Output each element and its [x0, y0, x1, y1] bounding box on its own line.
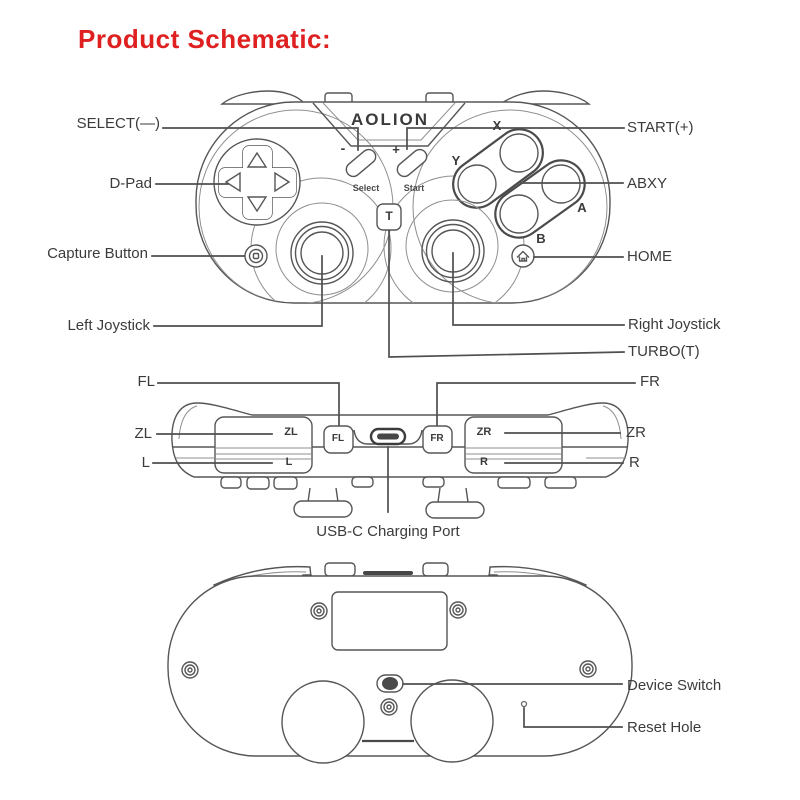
logo-panel-inner [322, 102, 456, 141]
top-edge-view-drawing [171, 402, 629, 519]
fl-mark: FL [331, 433, 345, 444]
leader-start [406, 127, 625, 150]
callout-fr: FR [640, 373, 660, 390]
usbc-port-graphic [353, 427, 423, 446]
callout-device-switch: Device Switch [627, 677, 722, 694]
leader-fr [436, 382, 636, 426]
callout-start: START(+) [627, 119, 694, 136]
callout-left-joystick: Left Joystick [67, 317, 150, 334]
b-mark: B [536, 231, 546, 246]
turbo-button-graphic [376, 203, 402, 231]
dpad-left-arrow [224, 171, 241, 193]
zr-r-block [464, 416, 563, 474]
zl-l-block [214, 416, 313, 474]
zr-mark: ZR [476, 426, 492, 438]
turbo-mark: T [385, 209, 393, 223]
callout-zl: ZL [134, 425, 152, 442]
callout-usb: USB-C Charging Port [316, 523, 460, 540]
callout-reset-hole: Reset Hole [627, 719, 702, 736]
dpad-graphic [213, 138, 301, 226]
plus-mark: + [392, 142, 400, 157]
callout-home: HOME [627, 248, 672, 265]
dpad-right-arrow [274, 171, 291, 193]
back-top-tab-left [324, 562, 356, 577]
dpad-up-arrow [246, 151, 268, 168]
back-usbc-slot [363, 571, 413, 575]
fr-mark: FR [430, 433, 444, 444]
top-face-tabs [220, 476, 577, 490]
back-view-drawing [167, 562, 633, 764]
y-button [457, 164, 497, 204]
screws [181, 601, 597, 716]
l-mark: L [285, 456, 293, 468]
callout-select: SELECT(—) [76, 115, 160, 132]
leader-left-joystick [153, 255, 323, 327]
start-button-graphic [396, 148, 428, 178]
callout-right-joystick: Right Joystick [628, 316, 721, 333]
leader-reset-hole [523, 707, 623, 728]
leader-fl [157, 382, 340, 426]
start-mark: Start [403, 183, 425, 193]
minus-mark: - [340, 140, 346, 156]
leader-right-joystick [452, 252, 625, 326]
zl-mark: ZL [284, 426, 298, 438]
stick-tops [293, 487, 485, 519]
callout-l: L [141, 454, 150, 471]
front-view-drawing [195, 90, 611, 304]
x-mark: X [492, 118, 502, 133]
back-right-grip [410, 679, 494, 763]
callout-zr: ZR [626, 424, 646, 441]
logo-panel [312, 102, 466, 147]
brand-logo: AOLION [350, 110, 430, 129]
select-mark: Select [352, 183, 380, 193]
select-button-graphic [345, 148, 377, 178]
callout-turbo: TURBO(T) [628, 343, 700, 360]
back-body [167, 575, 633, 757]
x-button [499, 133, 539, 173]
back-left-grip [281, 680, 365, 764]
home-button-graphic [511, 244, 535, 268]
abxy-graphic [452, 128, 586, 239]
leader-lines [151, 127, 636, 728]
leader-select [162, 127, 359, 151]
b-button [499, 194, 539, 234]
fr-button-graphic [422, 425, 453, 454]
back-top-tab-right [422, 562, 449, 577]
callout-fl: FL [137, 373, 155, 390]
front-right-shoulder [497, 90, 592, 105]
capture-button-graphic [244, 244, 268, 268]
fl-button-graphic [323, 425, 354, 454]
callout-dpad: D-Pad [109, 175, 152, 192]
page-title: Product Schematic: [78, 24, 332, 54]
callout-capture: Capture Button [47, 245, 148, 262]
back-label-plate [331, 591, 448, 651]
a-button [541, 164, 581, 204]
r-mark: R [480, 456, 488, 468]
front-left-shoulder [219, 90, 307, 105]
callout-r: R [629, 454, 640, 471]
leader-turbo [388, 230, 625, 358]
y-mark: Y [451, 153, 461, 168]
callout-abxy: ABXY [627, 175, 668, 192]
dpad-down-arrow [246, 196, 268, 213]
a-mark: A [577, 200, 587, 215]
reset-hole-graphic [520, 700, 528, 708]
